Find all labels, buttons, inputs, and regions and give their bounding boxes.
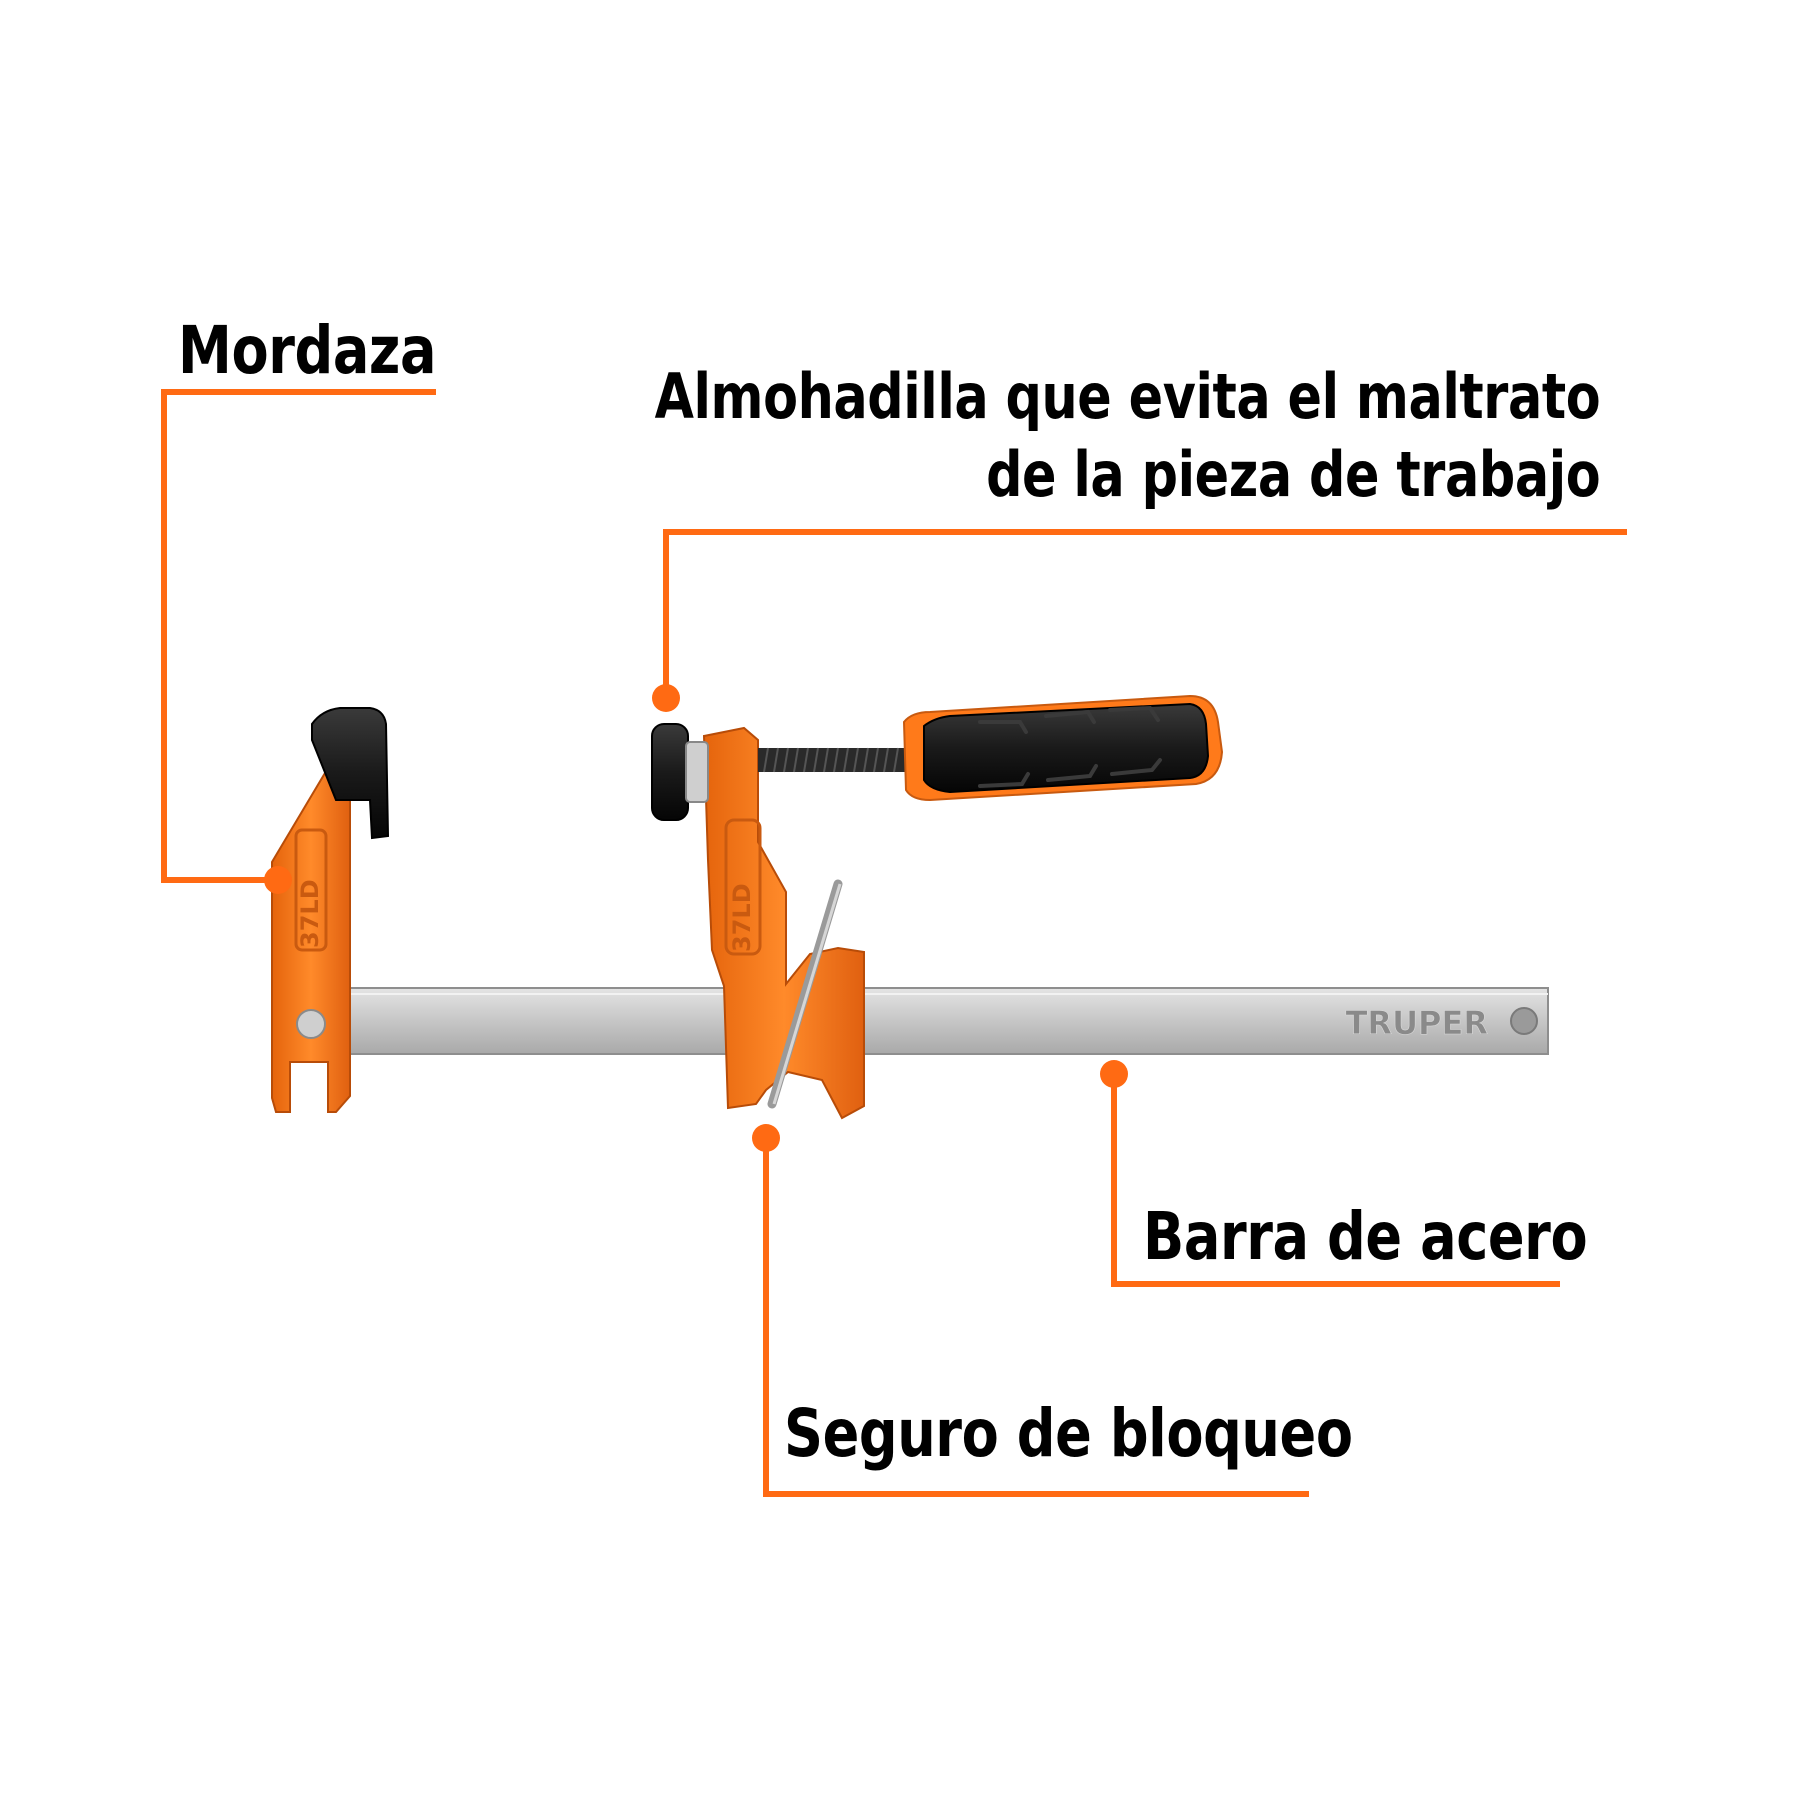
dot-mordaza xyxy=(264,866,292,894)
jaw-pad xyxy=(311,707,390,840)
label-almohadilla-line1: Almohadilla que evita el maltrato xyxy=(654,360,1600,433)
bar-rivet xyxy=(1510,1007,1538,1035)
fixed-jaw-mark: 37LD xyxy=(296,879,324,948)
sliding-head: 37LD xyxy=(651,723,908,1120)
leader-mordaza xyxy=(161,389,436,883)
dot-almohadilla xyxy=(652,684,680,712)
brand-text: TRUPER xyxy=(1346,1004,1488,1042)
label-seguro: Seguro de bloqueo xyxy=(784,1395,1353,1472)
leader-barra xyxy=(1111,1074,1560,1287)
label-barra: Barra de acero xyxy=(1143,1198,1588,1275)
leader-seguro xyxy=(763,1138,1309,1497)
jaw-rivet xyxy=(296,1009,326,1039)
leader-lines xyxy=(161,389,1627,1497)
dot-seguro xyxy=(752,1124,780,1152)
dot-barra xyxy=(1100,1060,1128,1088)
leader-almohadilla xyxy=(663,529,1627,698)
label-mordaza: Mordaza xyxy=(178,312,437,389)
swivel-pad xyxy=(651,723,689,821)
sliding-head-mark: 37LD xyxy=(728,883,756,952)
label-almohadilla: Almohadilla que evita el maltrato de la … xyxy=(654,358,1600,514)
handle xyxy=(902,694,1224,802)
threaded-screw xyxy=(758,748,908,772)
label-almohadilla-line2: de la pieza de trabajo xyxy=(985,438,1601,511)
steel-bar: TRUPER xyxy=(347,987,1549,1055)
fixed-jaw: 37LD xyxy=(271,707,390,1113)
lock-lever xyxy=(767,879,843,1109)
leader-dots xyxy=(264,684,1128,1152)
